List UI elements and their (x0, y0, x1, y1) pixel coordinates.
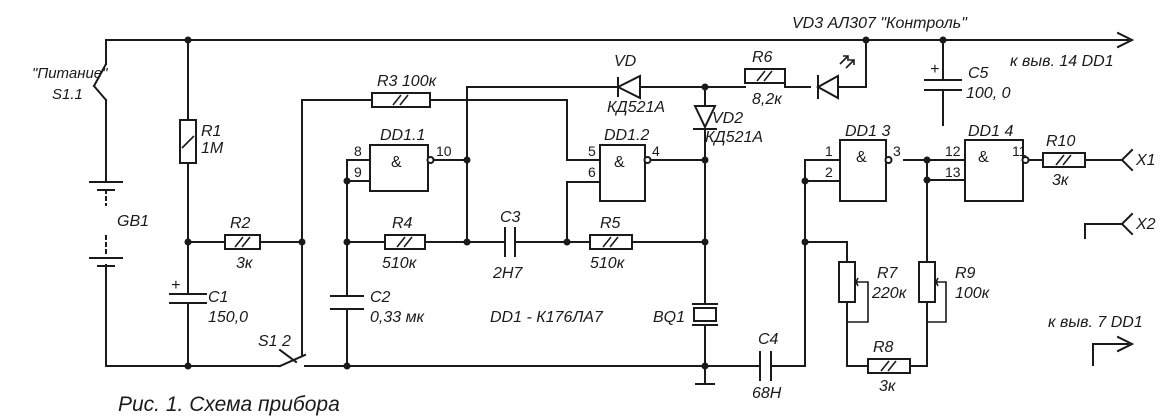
x1-label: X1 (1135, 152, 1156, 169)
dd1-2-label: DD1.2 (604, 127, 649, 144)
r6-name: R6 (752, 49, 773, 66)
r4-value: 510к (382, 255, 418, 272)
capacitor-c5 (924, 79, 962, 91)
c5-name: C5 (968, 65, 989, 82)
dd1-1-pin10: 10 (436, 143, 452, 159)
dd1-3-pin1: 1 (825, 143, 833, 159)
c3-value: 2Н7 (492, 265, 523, 282)
diode-vd2 (693, 105, 717, 130)
switch-s1-2 (278, 348, 307, 368)
r5-value: 510к (590, 255, 626, 272)
diode-vd (611, 74, 641, 100)
dd1-2-symbol: & (614, 154, 625, 171)
resistor-r3 (371, 92, 431, 108)
dd1-2-pin4: 4 (652, 143, 660, 159)
r2-value: 3к (236, 255, 254, 272)
resistor-r4 (384, 234, 426, 250)
vd2-name: VD2 (712, 110, 743, 127)
x2-label: X2 (1135, 216, 1156, 233)
power-switch-label: "Питание" (32, 65, 108, 82)
dd1-4-symbol: & (978, 149, 989, 166)
s1-1-label: S1.1 (52, 86, 83, 103)
capacitor-c3 (504, 227, 516, 257)
resistor-r5 (589, 234, 633, 250)
capacitor-c2 (330, 295, 364, 310)
to-pin14-label: к выв. 14 DD1 (1010, 53, 1114, 70)
dd1-1-pin9: 9 (354, 164, 362, 180)
dd1-2-pin6: 6 (588, 164, 596, 180)
r1-name: R1 (201, 123, 221, 140)
capacitor-c1 (169, 293, 207, 304)
r10-name: R10 (1046, 133, 1075, 150)
c4-name: C4 (758, 331, 779, 348)
r6-value: 8,2к (752, 91, 783, 108)
r7-name: R7 (877, 265, 899, 282)
dd1-4-pin12: 12 (945, 143, 961, 159)
gate-dd1-4 (964, 139, 1030, 202)
vd-name: VD (614, 53, 637, 70)
dd1-4-pin11: 11 (1012, 143, 1027, 159)
quartz-bq1 (692, 303, 718, 326)
s1-2-label: S1 2 (258, 333, 291, 350)
capacitor-c4 (759, 351, 772, 381)
figure-caption: Рис. 1. Схема прибора (118, 393, 340, 416)
dd1-3-symbol: & (856, 149, 867, 166)
dd1-1-symbol: & (391, 154, 402, 171)
r8-name: R8 (873, 339, 894, 356)
gate-dd1-2 (599, 144, 652, 202)
dd1-4-label: DD1 4 (968, 123, 1013, 140)
vd3-label: VD3 АЛ307 "Контроль" (792, 15, 968, 32)
gate-dd1-1 (369, 144, 435, 192)
dd1-3-pin2: 2 (825, 164, 833, 180)
vd2-value: КД521А (705, 129, 763, 146)
junction-dots (184, 36, 947, 370)
dd1-3-pin3: 3 (893, 143, 901, 159)
c3-name: C3 (500, 209, 521, 226)
to-pin7-label: к выв. 7 DD1 (1048, 314, 1143, 331)
c2-name: C2 (370, 289, 391, 306)
r9-value: 100к (955, 285, 991, 302)
dd1-3-label: DD1 3 (845, 123, 890, 140)
c4-value: 68Н (752, 385, 782, 402)
bq1-label: BQ1 (653, 309, 685, 326)
resistor-r1 (179, 119, 197, 164)
c2-value: 0,33 мк (370, 309, 426, 326)
r3-label: R3 100к (377, 73, 438, 90)
c5-value: 100, 0 (966, 85, 1011, 102)
dd1-4-pin13: 13 (945, 164, 961, 180)
r1-value: 1M (201, 140, 224, 157)
resistor-r9 (918, 261, 947, 323)
r2-name: R2 (230, 215, 251, 232)
r10-value: 3к (1052, 172, 1070, 189)
dd1-1-pin8: 8 (354, 143, 362, 159)
r4-name: R4 (392, 215, 413, 232)
c1-value: 150,0 (208, 309, 248, 326)
resistor-r10 (1042, 152, 1086, 168)
power-switch-s1-1 (92, 62, 108, 123)
gate-dd1-3 (839, 139, 893, 202)
wires (105, 31, 1135, 385)
r9-name: R9 (955, 265, 976, 282)
gb1-label: GB1 (117, 213, 149, 230)
r5-name: R5 (600, 215, 621, 232)
resistor-r2 (224, 234, 261, 250)
led-vd3 (815, 55, 855, 100)
chip-note: DD1 - К176ЛА7 (490, 309, 604, 326)
r8-value: 3к (879, 378, 897, 395)
c1-plus: + (171, 277, 180, 294)
c5-plus: + (930, 61, 939, 78)
vd-value: КД521А (607, 99, 665, 116)
resistor-r7 (838, 261, 869, 323)
battery-gb1 (89, 181, 123, 267)
c1-name: C1 (208, 289, 228, 306)
dd1-1-label: DD1.1 (380, 127, 425, 144)
dd1-2-pin5: 5 (588, 143, 596, 159)
resistor-r8 (867, 358, 911, 374)
resistor-r6 (744, 68, 786, 84)
r7-value: 220к (871, 285, 908, 302)
